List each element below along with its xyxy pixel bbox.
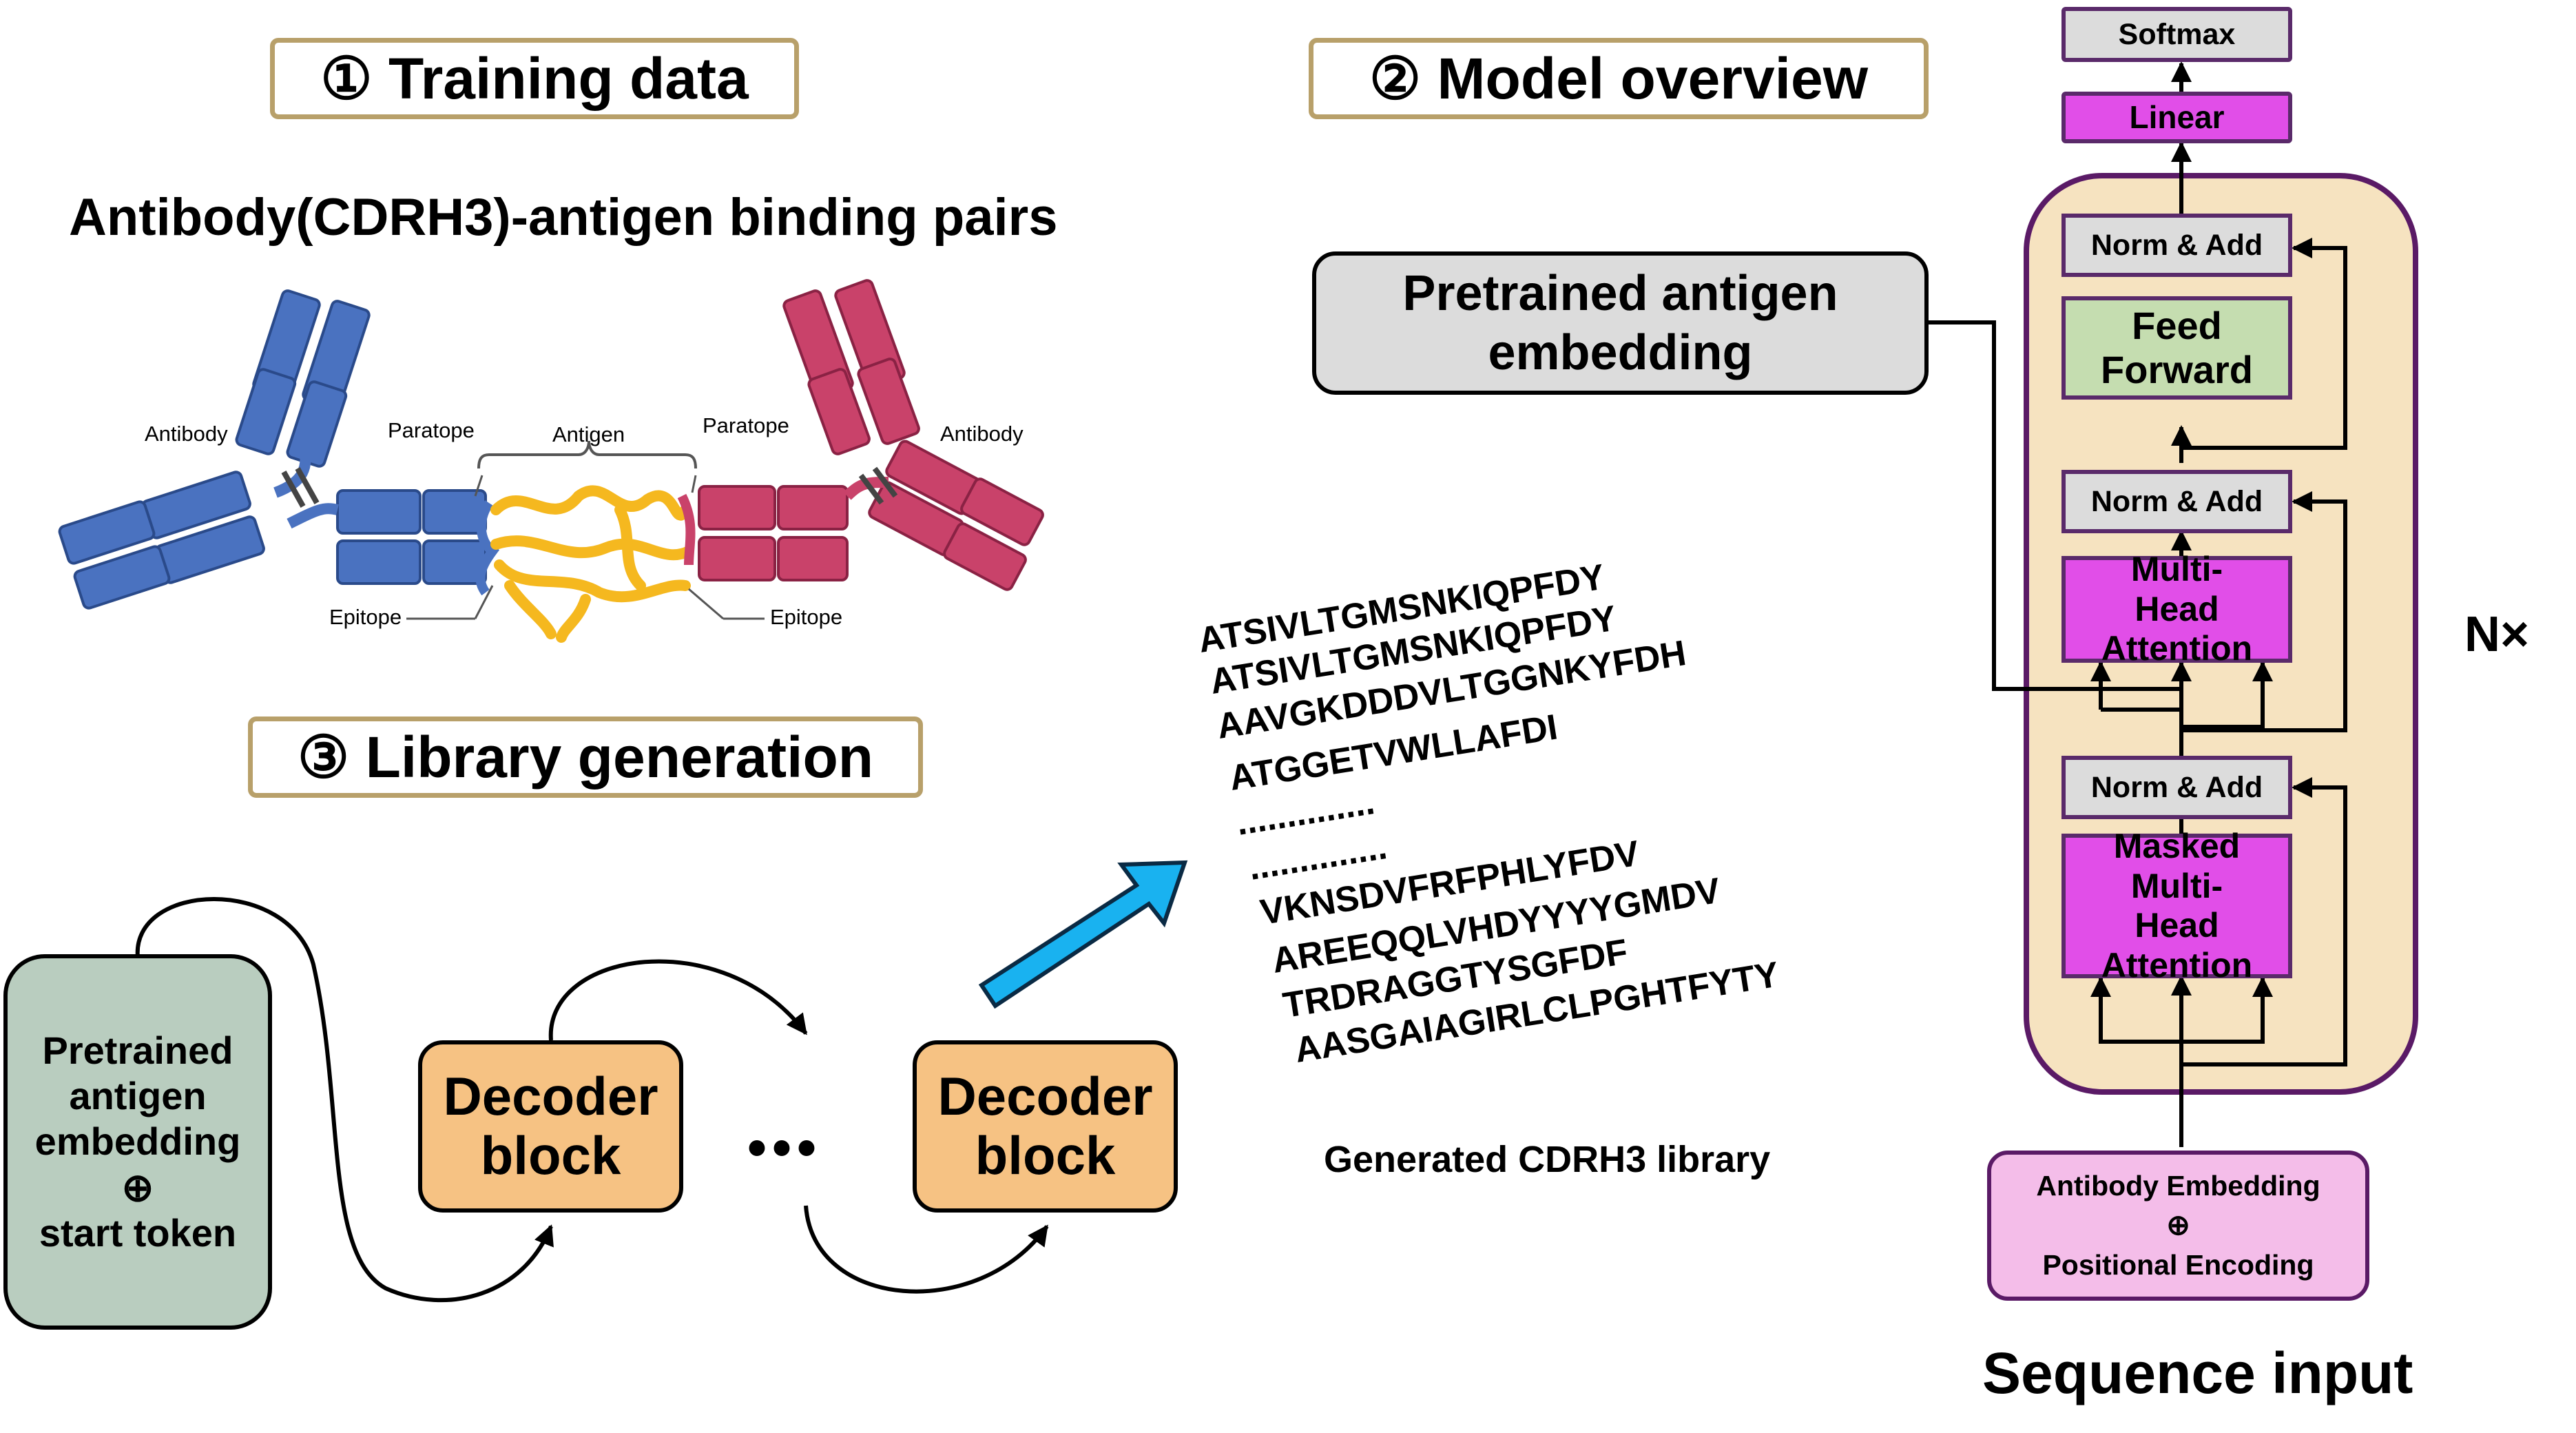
decoder-block-2: Decoder block bbox=[913, 1040, 1178, 1213]
start-line-token: start token bbox=[39, 1210, 237, 1255]
norm-add-middle: Norm & Add bbox=[2061, 470, 2292, 533]
antibody-embedding-box: Antibody Embedding ⊕ Positional Encoding bbox=[1987, 1151, 2369, 1301]
start-plus-icon: ⊕ bbox=[121, 1165, 154, 1209]
decoder-ellipsis: ••• bbox=[747, 1117, 822, 1178]
linear-box: Linear bbox=[2061, 92, 2292, 143]
label-antigen: Antigen bbox=[552, 422, 625, 446]
sequence-input-label: Sequence input bbox=[1982, 1341, 2413, 1405]
multi-head-attention-box: Multi-Head Attention bbox=[2061, 550, 2292, 668]
input-plus-icon: ⊕ bbox=[2166, 1209, 2190, 1241]
label-epitope-left: Epitope bbox=[329, 605, 402, 629]
start-line-embedding: Pretrained antigen embedding bbox=[34, 1029, 241, 1164]
antibody-antigen-illustration bbox=[58, 279, 1044, 643]
input-line-positional: Positional Encoding bbox=[2042, 1248, 2314, 1281]
pretrained-antigen-embedding: Pretrained antigen embedding bbox=[1312, 251, 1929, 395]
decoder-block-1: Decoder block bbox=[418, 1040, 683, 1213]
library-caption: Generated CDRH3 library bbox=[1324, 1139, 1771, 1180]
label-paratope-left: Paratope bbox=[388, 418, 475, 442]
masked-multi-head-attention-box: Masked Multi-Head Attention bbox=[2061, 827, 2292, 984]
input-line-embedding: Antibody Embedding bbox=[2036, 1169, 2320, 1202]
label-antibody-left: Antibody bbox=[145, 422, 228, 446]
feed-forward-box: Feed Forward bbox=[2061, 296, 2292, 400]
label-antibody-right: Antibody bbox=[940, 422, 1024, 446]
norm-add-bottom: Norm & Add bbox=[2061, 756, 2292, 819]
norm-add-top: Norm & Add bbox=[2061, 214, 2292, 277]
section-training-data: ① Training data bbox=[270, 38, 799, 119]
section-library-generation: ③ Library generation bbox=[248, 716, 923, 798]
section-model-overview: ② Model overview bbox=[1309, 38, 1929, 119]
label-epitope-right: Epitope bbox=[770, 605, 843, 629]
start-token-box: Pretrained antigen embedding ⊕ start tok… bbox=[3, 954, 272, 1330]
repeat-label: N× bbox=[2464, 607, 2530, 662]
label-paratope-right: Paratope bbox=[703, 413, 789, 437]
training-subtitle: Antibody(CDRH3)-antigen binding pairs bbox=[69, 188, 1058, 247]
softmax-box: Softmax bbox=[2061, 7, 2292, 62]
